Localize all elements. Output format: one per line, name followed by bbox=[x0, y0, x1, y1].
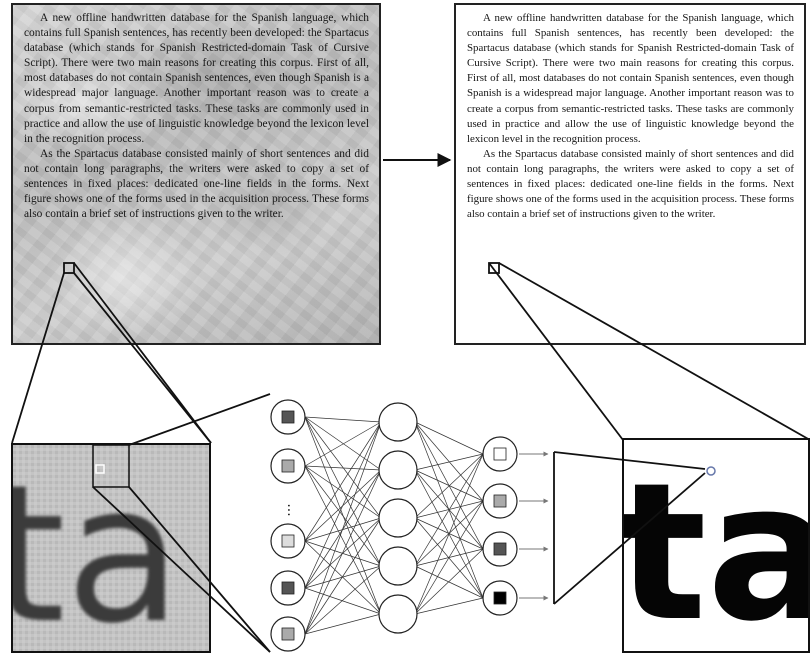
clean-zoom-panel: ta bbox=[622, 438, 810, 653]
clean-document-page: A new offline handwritten database for t… bbox=[454, 3, 806, 345]
clean-paragraph-2: As the Spartacus database consisted main… bbox=[467, 147, 794, 221]
noisy-source-box bbox=[63, 262, 75, 274]
noisy-zoom-connectors bbox=[11, 262, 271, 653]
noisy-zoom-panel: ta bbox=[11, 443, 211, 653]
input-node-square-1 bbox=[281, 410, 295, 424]
output-node-square-1 bbox=[493, 447, 507, 461]
hidden-node-4 bbox=[378, 546, 418, 586]
output-node-square-3 bbox=[493, 542, 507, 556]
hidden-node-2 bbox=[378, 450, 418, 490]
hidden-node-5 bbox=[378, 594, 418, 634]
noisy-zoom-glyphs: ta bbox=[13, 445, 182, 651]
clean-zoom-image: ta bbox=[624, 442, 808, 651]
output-node-square-4 bbox=[493, 591, 507, 605]
noisy-receptive-field bbox=[92, 444, 130, 488]
clean-pixel-marker bbox=[706, 466, 716, 476]
noisy-paragraph-1: A new offline handwritten database for t… bbox=[24, 12, 369, 145]
noisy-zoom-image: ta bbox=[13, 445, 209, 651]
hidden-node-1 bbox=[378, 402, 418, 442]
clean-zoom-connectors bbox=[488, 262, 810, 605]
input-ellipsis: ··· bbox=[280, 503, 296, 516]
clean-source-box bbox=[488, 262, 500, 274]
input-node-square-5 bbox=[281, 627, 295, 641]
noisy-document-page: A new offline handwritten database for t… bbox=[11, 3, 381, 345]
input-node-square-4 bbox=[281, 581, 295, 595]
noisy-paragraph-2: As the Spartacus database consisted main… bbox=[24, 147, 369, 221]
network-connections bbox=[304, 416, 484, 635]
input-node-square-3 bbox=[281, 534, 295, 548]
clean-paragraph-1: A new offline handwritten database for t… bbox=[467, 12, 794, 145]
output-node-square-2 bbox=[493, 494, 507, 508]
hidden-node-3 bbox=[378, 498, 418, 538]
clean-zoom-glyphs: ta bbox=[624, 442, 808, 651]
neural-network: ··· bbox=[270, 399, 549, 652]
input-node-square-2 bbox=[281, 459, 295, 473]
noisy-pixel-marker bbox=[95, 464, 105, 474]
